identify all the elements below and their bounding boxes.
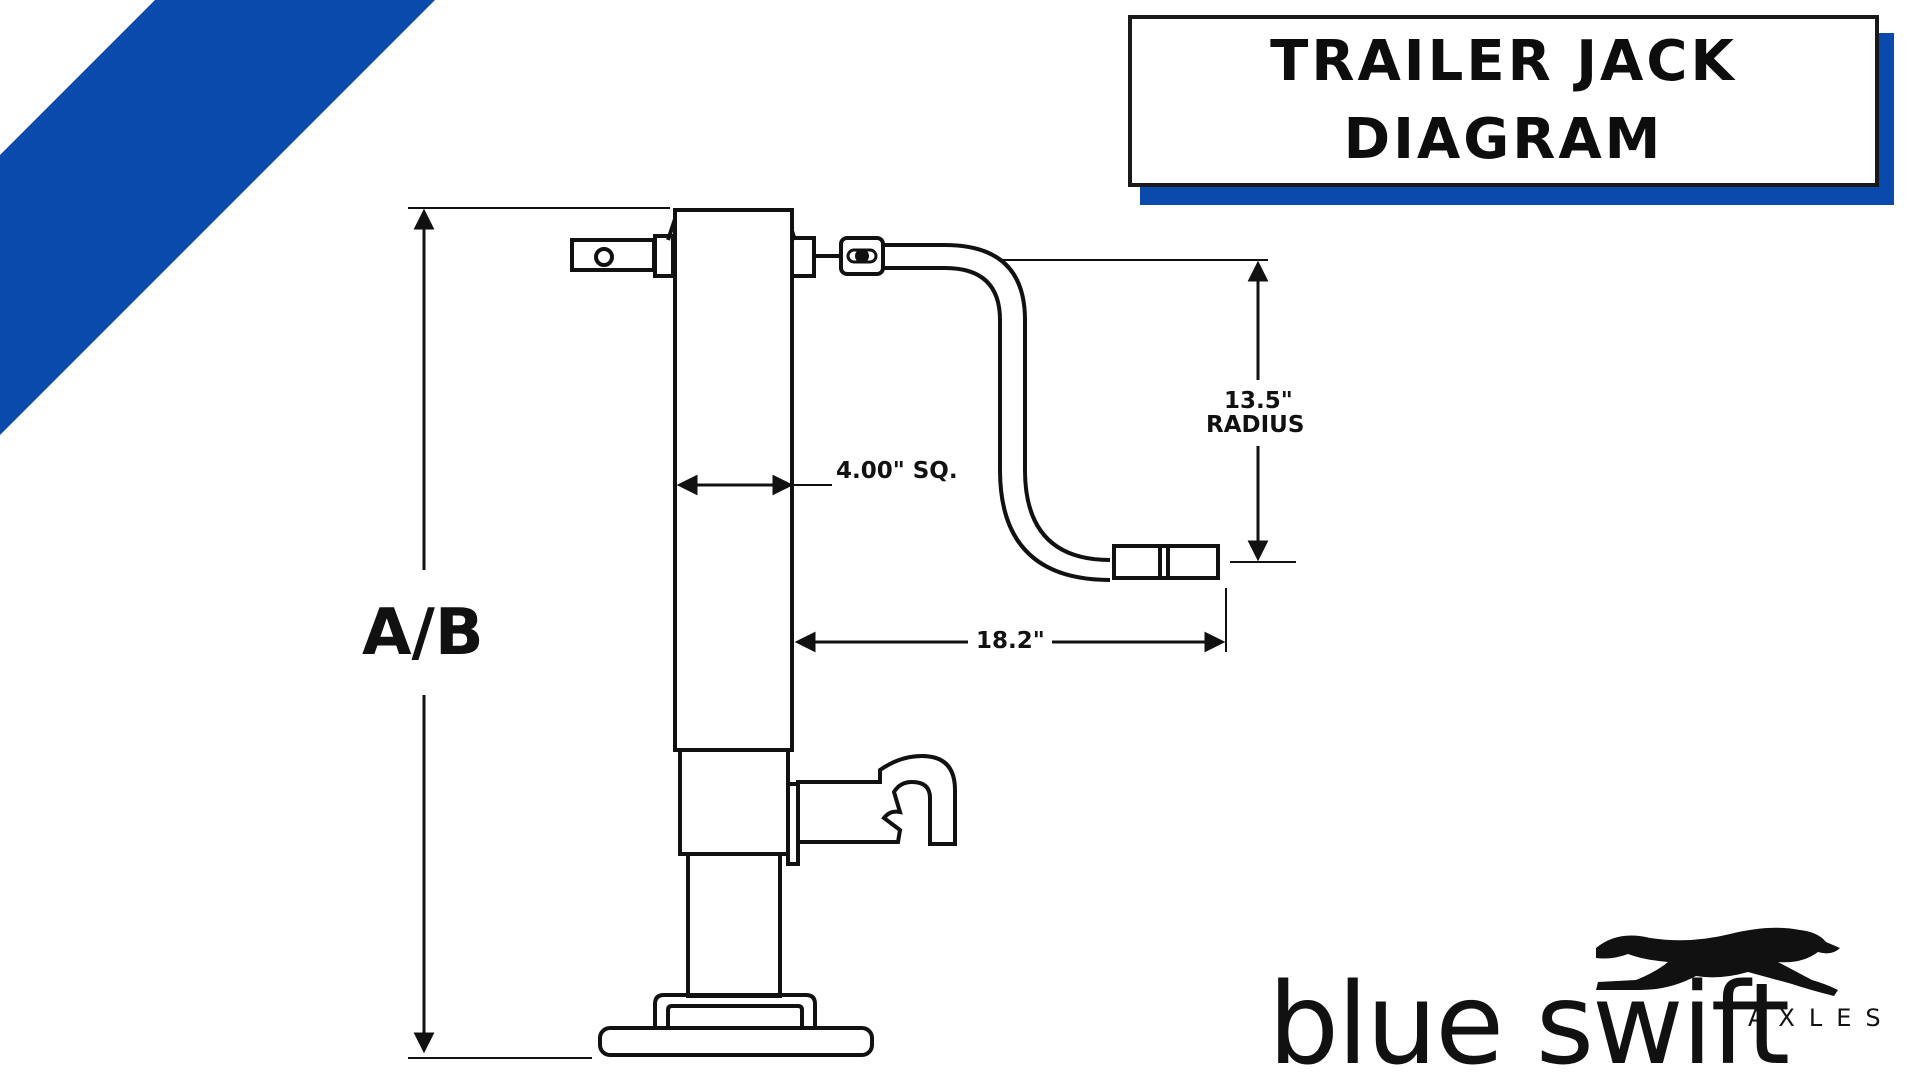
handle-arm-inner (883, 266, 1111, 582)
jack-body (570, 208, 957, 1057)
blue-corner-stripe (0, 0, 435, 435)
brand-tagline: AXLES (1748, 1004, 1895, 1032)
reach-dim-label: 18.2" (976, 628, 1045, 654)
crank-handle (814, 236, 1220, 582)
width-dim-label: 4.00" SQ. (836, 458, 958, 484)
foot-bracket (653, 993, 817, 1028)
mount-hole (594, 247, 614, 267)
brand-name: blue swift (1268, 960, 1790, 1090)
radius-dim-value: 13.5" (1224, 388, 1293, 414)
foot-plate (598, 1026, 874, 1057)
height-dim-label: A/B (362, 596, 484, 670)
lower-leg (686, 852, 782, 998)
title-line-1: TRAILER JACK (1270, 29, 1737, 94)
left-collar (653, 234, 675, 278)
radius-dim-word: RADIUS (1206, 412, 1305, 438)
handle-arm-outer (883, 243, 1111, 562)
left-mount-tab (570, 238, 656, 272)
title-box: TRAILER JACK DIAGRAM (1128, 15, 1879, 187)
title-line-2: DIAGRAM (1343, 107, 1664, 172)
inner-tube (678, 748, 790, 856)
right-collar (790, 236, 816, 278)
side-crank (796, 753, 957, 846)
cheetah-logo (1596, 927, 1840, 996)
dimension-lines (408, 207, 1296, 1059)
